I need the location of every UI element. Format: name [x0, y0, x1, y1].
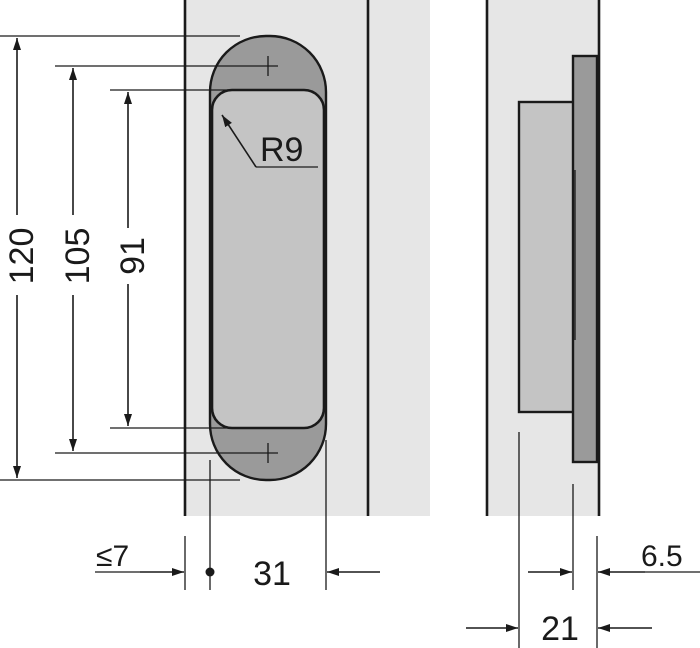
dim-label-plate-thickness: 6.5 — [641, 540, 683, 573]
dim-label-depth: 21 — [541, 610, 579, 648]
radius-leader-line — [221, 114, 257, 168]
radius-label: R9 — [260, 131, 303, 169]
dim-label-edge-distance: ≤7 — [96, 540, 129, 573]
dim-label-105: 105 — [59, 228, 97, 285]
bottom-screw-mark — [258, 443, 278, 463]
top-screw-mark — [258, 56, 278, 76]
side-hinge-body — [517, 100, 577, 414]
edge-reference-dot — [205, 567, 215, 577]
dim-label-120: 120 — [3, 228, 41, 285]
side-view: 6.5 21 — [466, 0, 700, 648]
front-view: R9 120 105 91 ≤7 31 — [0, 0, 430, 593]
side-hinge-plate — [571, 54, 599, 464]
dim-label-91: 91 — [114, 237, 152, 275]
hinge-body — [210, 88, 326, 430]
dim-label-width: 31 — [253, 555, 291, 593]
